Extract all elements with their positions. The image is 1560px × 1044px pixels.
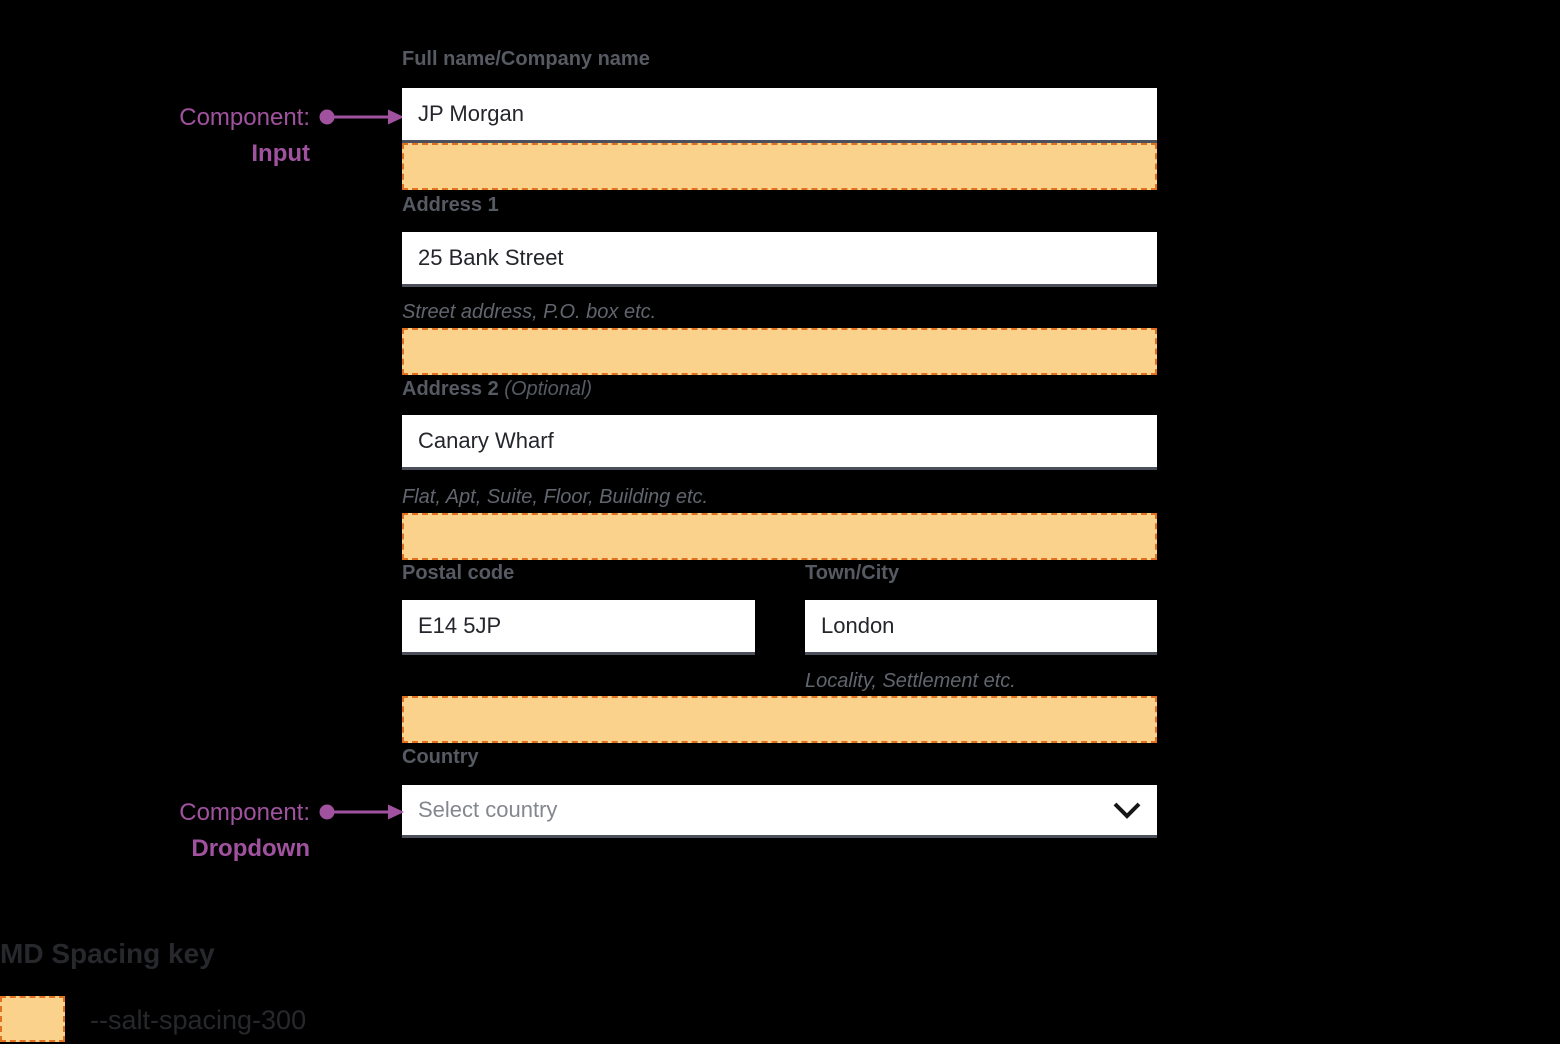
full-name-label: Full name/Company name (402, 48, 650, 70)
country-label: Country (402, 746, 479, 768)
address1-label: Address 1 (402, 194, 499, 216)
annotation-component-dropdown: Component: Dropdown (60, 795, 310, 867)
spacing-swatch (0, 996, 65, 1042)
postal-code-input[interactable] (402, 600, 755, 655)
annotation-prefix: Component: (179, 799, 310, 826)
annotation-arrow-icon (319, 109, 404, 125)
spacing-block (402, 143, 1157, 190)
address2-optional-tag: (Optional) (504, 378, 593, 400)
annotation-component-input: Component: Input (60, 100, 310, 172)
spacing-block (402, 696, 1157, 743)
full-name-input[interactable] (402, 88, 1157, 143)
address2-label: Address 2 (Optional) (402, 378, 593, 400)
annotation-arrow-icon (319, 804, 404, 820)
annotation-component-name: Dropdown (191, 835, 310, 862)
town-city-input[interactable] (805, 600, 1157, 655)
address2-input[interactable] (402, 415, 1157, 470)
spacing-key-title: MD Spacing key (0, 938, 215, 969)
annotation-prefix: Component: (179, 104, 310, 131)
town-city-label: Town/City (805, 562, 900, 584)
town-city-helper-text: Locality, Settlement etc. (805, 670, 1016, 692)
address1-helper-text: Street address, P.O. box etc. (402, 301, 657, 323)
address1-input[interactable] (402, 232, 1157, 287)
country-dropdown[interactable]: Select country (402, 785, 1157, 838)
postal-code-label: Postal code (402, 562, 515, 584)
spacing-block (402, 513, 1157, 560)
country-dropdown-placeholder: Select country (418, 797, 558, 822)
spacing-token-label: --salt-spacing-300 (90, 1005, 307, 1035)
annotation-component-name: Input (251, 140, 310, 167)
address2-helper-text: Flat, Apt, Suite, Floor, Building etc. (402, 486, 709, 508)
spacing-block (402, 328, 1157, 375)
chevron-down-icon (1113, 802, 1141, 819)
